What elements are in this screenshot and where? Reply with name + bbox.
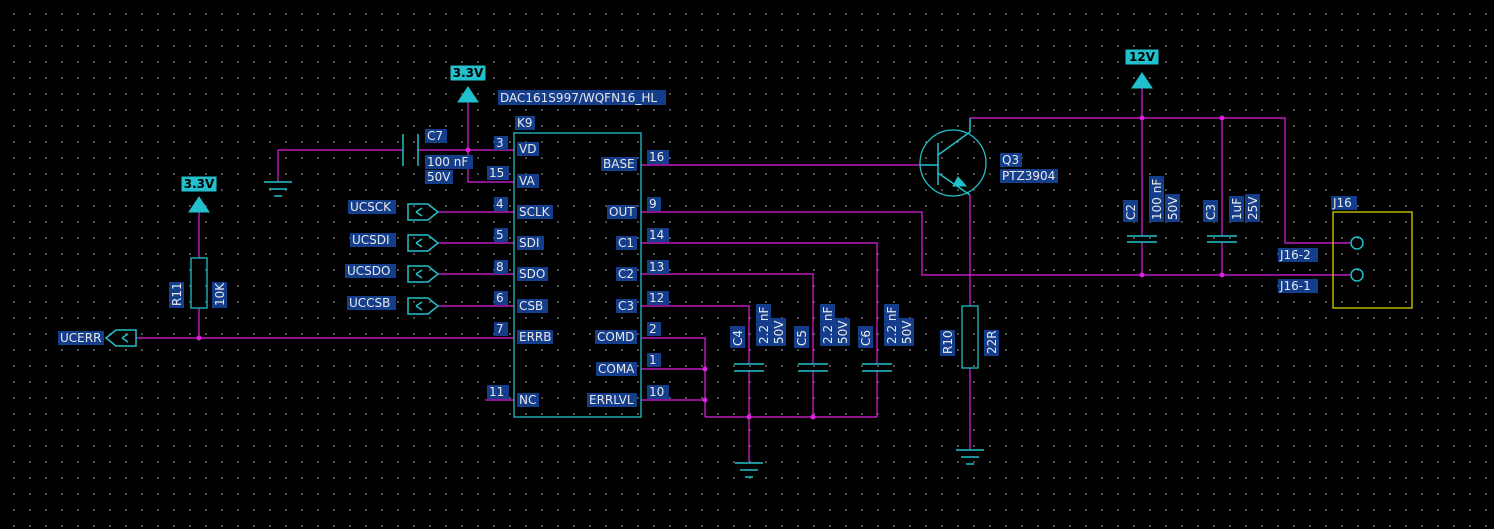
svg-text:7: 7 <box>496 322 504 336</box>
ic-ref-label: K9 <box>517 116 533 130</box>
svg-text:VD: VD <box>519 142 536 156</box>
port-uccsb: UCCSB <box>347 296 440 315</box>
resistor-r11: R11 10K <box>169 257 227 309</box>
svg-text:R11: R11 <box>170 282 184 306</box>
svg-text:12V: 12V <box>1129 50 1156 64</box>
svg-text:10K: 10K <box>213 282 227 306</box>
svg-text:C3: C3 <box>1204 204 1218 220</box>
svg-text:3.3V: 3.3V <box>453 66 484 80</box>
svg-text:50V: 50V <box>772 320 786 344</box>
svg-text:2.2 nF: 2.2 nF <box>821 306 835 344</box>
resistor-r10: R10 22R <box>940 305 999 369</box>
svg-text:1uF: 1uF <box>1230 198 1244 220</box>
svg-text:COMD: COMD <box>597 330 634 344</box>
svg-text:COMA: COMA <box>598 362 635 376</box>
power-symbol-3v3-left: 3.3V <box>181 176 217 213</box>
svg-text:UCSDI: UCSDI <box>352 233 390 247</box>
svg-text:22R: 22R <box>985 330 999 354</box>
svg-text:3.3V: 3.3V <box>184 177 215 191</box>
capacitor-c2: C2 100 nF 50V <box>1123 176 1180 243</box>
ground-symbol <box>264 181 292 197</box>
svg-text:J16-2: J16-2 <box>1279 248 1311 262</box>
svg-text:50V: 50V <box>836 320 850 344</box>
svg-text:50V: 50V <box>427 170 451 184</box>
svg-text:13: 13 <box>649 260 664 274</box>
dac-ic: DAC161S997/WQFN16_HL K9 3 VD 15 VA 4 SCL… <box>487 90 669 418</box>
svg-text:25V: 25V <box>1246 196 1260 220</box>
svg-text:100 nF: 100 nF <box>1150 179 1164 220</box>
capacitor-c4: C4 2.2 nF 50V <box>730 304 786 372</box>
transistor-q3: Q3 PTZ3904 <box>919 118 1058 197</box>
port-ucsdi: UCSDI <box>350 233 440 252</box>
power-symbol-3v3-top: 3.3V <box>450 65 486 103</box>
power-symbol-12v: 12V <box>1125 49 1159 89</box>
svg-text:UCCSB: UCCSB <box>349 296 390 310</box>
svg-text:NC: NC <box>519 393 536 407</box>
svg-text:100 nF: 100 nF <box>427 155 468 169</box>
svg-text:9: 9 <box>649 197 657 211</box>
svg-text:C6: C6 <box>859 330 873 346</box>
svg-text:Q3: Q3 <box>1002 153 1019 167</box>
svg-text:VA: VA <box>519 174 535 188</box>
svg-text:ERRB: ERRB <box>519 330 552 344</box>
svg-text:1: 1 <box>649 353 657 367</box>
capacitor-c6: C6 2.2 nF 50V <box>858 304 914 372</box>
connector-j16: J16 J16-2 J16-1 <box>1278 196 1413 309</box>
svg-text:C3: C3 <box>618 299 634 313</box>
svg-text:15: 15 <box>489 166 504 180</box>
svg-text:CSB: CSB <box>519 299 543 313</box>
capacitor-c7: C7 100 nF 50V <box>402 129 473 184</box>
port-ucerr: UCERR <box>58 329 137 347</box>
svg-text:5: 5 <box>496 228 504 242</box>
svg-text:4: 4 <box>496 197 504 211</box>
svg-text:C5: C5 <box>795 330 809 346</box>
capacitor-c3: C3 1uF 25V <box>1203 194 1260 243</box>
svg-text:6: 6 <box>496 291 504 305</box>
svg-text:50V: 50V <box>900 320 914 344</box>
svg-text:16: 16 <box>649 150 664 164</box>
svg-text:C2: C2 <box>1124 204 1138 220</box>
svg-text:2.2 nF: 2.2 nF <box>885 306 899 344</box>
svg-text:2.2 nF: 2.2 nF <box>757 306 771 344</box>
svg-text:R10: R10 <box>941 330 955 354</box>
svg-text:BASE: BASE <box>603 157 635 171</box>
ground-symbol <box>956 449 984 465</box>
svg-text:J16-1: J16-1 <box>1279 279 1311 293</box>
svg-text:8: 8 <box>496 260 504 274</box>
svg-text:UCSDO: UCSDO <box>347 264 390 278</box>
svg-text:OUT: OUT <box>609 205 635 219</box>
svg-text:J16: J16 <box>1332 196 1352 210</box>
port-ucsdo: UCSDO <box>345 264 440 283</box>
svg-text:UCERR: UCERR <box>60 331 101 345</box>
svg-text:50V: 50V <box>1166 196 1180 220</box>
wires <box>136 88 1350 462</box>
svg-text:2: 2 <box>649 322 657 336</box>
port-ucsck: UCSCK <box>348 200 440 221</box>
svg-text:UCSCK: UCSCK <box>350 200 392 214</box>
svg-text:C1: C1 <box>618 236 634 250</box>
junctions <box>196 115 1225 420</box>
svg-text:PTZ3904: PTZ3904 <box>1002 169 1055 183</box>
svg-text:C2: C2 <box>618 267 634 281</box>
capacitor-c5: C5 2.2 nF 50V <box>794 304 850 372</box>
svg-text:C4: C4 <box>731 330 745 346</box>
svg-text:12: 12 <box>649 291 664 305</box>
svg-text:ERRLVL: ERRLVL <box>589 393 634 407</box>
svg-text:C7: C7 <box>427 129 443 143</box>
svg-text:SDO: SDO <box>519 267 545 281</box>
svg-text:11: 11 <box>489 385 504 399</box>
ground-symbol <box>735 462 763 478</box>
svg-text:3: 3 <box>496 136 504 150</box>
svg-text:14: 14 <box>649 228 664 242</box>
svg-text:SCLK: SCLK <box>519 205 551 219</box>
svg-text:10: 10 <box>649 385 664 399</box>
svg-text:SDI: SDI <box>519 236 539 250</box>
ic-part-label: DAC161S997/WQFN16_HL <box>500 91 657 105</box>
